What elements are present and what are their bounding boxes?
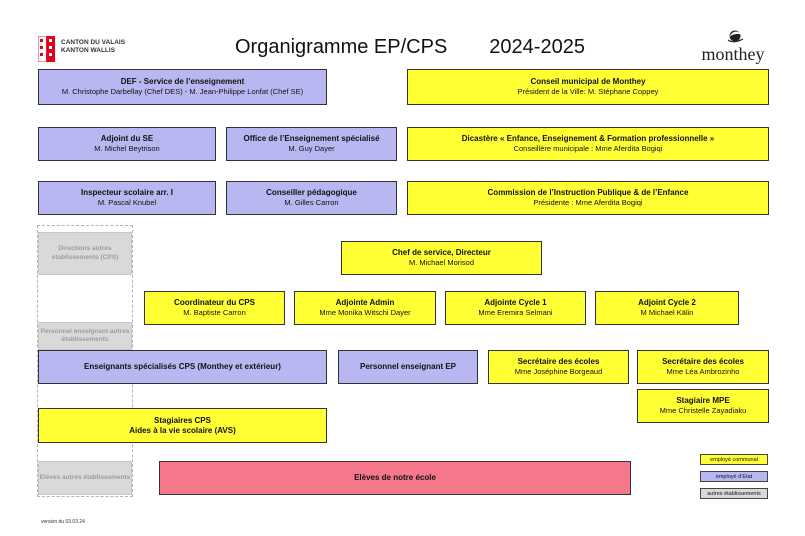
page-title: Organigramme EP/CPS 2024-2025	[235, 36, 585, 59]
commission-box: Commission de l’Instruction Publique & d…	[407, 181, 769, 215]
office-box: Office de l’Enseignement spécialisé M. G…	[226, 127, 397, 161]
def-title: DEF - Service de l’enseignement	[120, 77, 245, 87]
adjoint-cycle2-box: Adjoint Cycle 2 M Michael Kälin	[595, 291, 739, 325]
personnel-autres-box: Personnel enseignant autres établissemen…	[38, 322, 132, 350]
coord-title: Coordinateur du CPS	[174, 298, 255, 308]
conseiller-sub: M. Gilles Carron	[284, 198, 339, 208]
legend-communal-label: employé communal	[710, 456, 758, 463]
directions-autres-title: Directions autres établissements (CPS)	[51, 245, 119, 261]
canton-logo: CANTON DU VALAIS KANTON WALLIS	[37, 35, 126, 63]
monthey-logo: monthey	[693, 28, 773, 68]
adjointe-cycle1-box: Adjointe Cycle 1 Mme Eremira Selmani	[445, 291, 586, 325]
adjoint-se-title: Adjoint du SE	[100, 134, 154, 144]
conseil-title: Conseil municipal de Monthey	[530, 77, 646, 87]
admin-sub: Mme Monika Witschi Dayer	[319, 308, 411, 318]
canton-name-fr: CANTON DU VALAIS	[61, 39, 126, 46]
monthey-emblem-icon	[727, 30, 744, 43]
conseiller-title: Conseiller pédagogique	[266, 188, 357, 198]
version-note: version du 03.03.24	[41, 519, 85, 525]
def-sub: M. Christophe Darbellay (Chef DES) - M. …	[61, 87, 304, 97]
secretaire-2-box: Secrétaire des écoles Mme Léa Ambrozinho	[637, 350, 769, 384]
canton-name-de: KANTON WALLIS	[61, 46, 116, 54]
secr2-sub: Mme Léa Ambrozinho	[666, 367, 740, 377]
secr1-title: Secrétaire des écoles	[517, 357, 600, 367]
cycle2-sub: M Michael Kälin	[640, 308, 694, 318]
eleves-title: Elèves de notre école	[354, 473, 436, 482]
ens-ep-title: Personnel enseignant EP	[359, 362, 457, 371]
inspecteur-sub: M. Pascal Knubel	[97, 198, 157, 208]
cycle2-title: Adjoint Cycle 2	[638, 298, 696, 308]
legend-etat-label: employé d’Etat	[715, 473, 753, 480]
school-year: 2024-2025	[489, 36, 585, 58]
stagiaires-cps-box: Stagiaires CPS Aides à la vie scolaire (…	[38, 408, 327, 443]
personnel-autres-title: Personnel enseignant autres établissemen…	[40, 327, 130, 343]
adjoint-se-sub: M. Michel Beytrison	[94, 144, 160, 154]
title-text: Organigramme EP/CPS	[235, 36, 448, 58]
secr2-title: Secrétaire des écoles	[662, 357, 744, 367]
chef-title: Chef de service, Directeur	[392, 248, 491, 258]
canton-flag-icon	[37, 35, 55, 63]
commission-sub: Présidente : Mme Aferdita Bogiqi	[533, 198, 643, 208]
dicastere-sub: Conseillère municipale : Mme Aferdita Bo…	[513, 144, 663, 154]
chef-sub: M. Michael Morisod	[408, 258, 475, 268]
legend-autres: autres établissements	[700, 488, 768, 499]
chef-service-box: Chef de service, Directeur M. Michael Mo…	[341, 241, 542, 275]
coord-sub: M. Baptiste Carron	[183, 308, 246, 318]
legend-autres-label: autres établissements	[707, 490, 761, 497]
stagiaire-mpe-sub: Mme Christelle Zayadiaku	[659, 406, 747, 416]
admin-title: Adjointe Admin	[335, 298, 395, 308]
commission-title: Commission de l’Instruction Publique & d…	[487, 188, 689, 198]
ens-cps-title: Enseignants spécialisés CPS (Monthey et …	[84, 362, 281, 371]
dicastere-box: Dicastère « Enfance, Enseignement & Form…	[407, 127, 769, 161]
adjoint-se-box: Adjoint du SE M. Michel Beytrison	[38, 127, 216, 161]
dicastere-title: Dicastère « Enfance, Enseignement & Form…	[461, 134, 715, 144]
secretaire-1-box: Secrétaire des écoles Mme Joséphine Borg…	[488, 350, 629, 384]
eleves-box: Elèves de notre école	[159, 461, 631, 495]
legend-etat: employé d’Etat	[700, 471, 768, 482]
eleves-autres-title: Elèves autres établissements	[39, 473, 131, 481]
personnel-ep-box: Personnel enseignant EP	[338, 350, 478, 384]
conseil-sub: Président de la Ville: M. Stéphane Coppe…	[517, 87, 659, 97]
conseil-municipal-box: Conseil municipal de Monthey Président d…	[407, 69, 769, 105]
monthey-wordmark: monthey	[701, 44, 765, 64]
stagiaires-cps-sub: Aides à la vie scolaire (AVS)	[129, 425, 236, 435]
inspecteur-box: Inspecteur scolaire arr. I M. Pascal Knu…	[38, 181, 216, 215]
cycle1-sub: Mme Eremira Selmani	[478, 308, 553, 318]
office-sub: M. Guy Dayer	[288, 144, 335, 154]
adjointe-admin-box: Adjointe Admin Mme Monika Witschi Dayer	[294, 291, 436, 325]
legend-communal: employé communal	[700, 454, 768, 465]
cycle1-title: Adjointe Cycle 1	[484, 298, 547, 308]
conseiller-box: Conseiller pédagogique M. Gilles Carron	[226, 181, 397, 215]
office-title: Office de l’Enseignement spécialisé	[243, 134, 380, 144]
inspecteur-title: Inspecteur scolaire arr. I	[80, 188, 174, 198]
def-box: DEF - Service de l’enseignement M. Chris…	[38, 69, 327, 105]
stagiaires-cps-title: Stagiaires CPS	[154, 415, 211, 425]
eleves-autres-box: Elèves autres établissements	[38, 461, 132, 495]
directions-autres-box: Directions autres établissements (CPS)	[38, 232, 132, 275]
enseignants-cps-box: Enseignants spécialisés CPS (Monthey et …	[38, 350, 327, 384]
secr1-sub: Mme Joséphine Borgeaud	[514, 367, 603, 377]
stagiaire-mpe-title: Stagiaire MPE	[676, 396, 730, 406]
stagiaire-mpe-box: Stagiaire MPE Mme Christelle Zayadiaku	[637, 389, 769, 423]
coordinateur-box: Coordinateur du CPS M. Baptiste Carron	[144, 291, 285, 325]
